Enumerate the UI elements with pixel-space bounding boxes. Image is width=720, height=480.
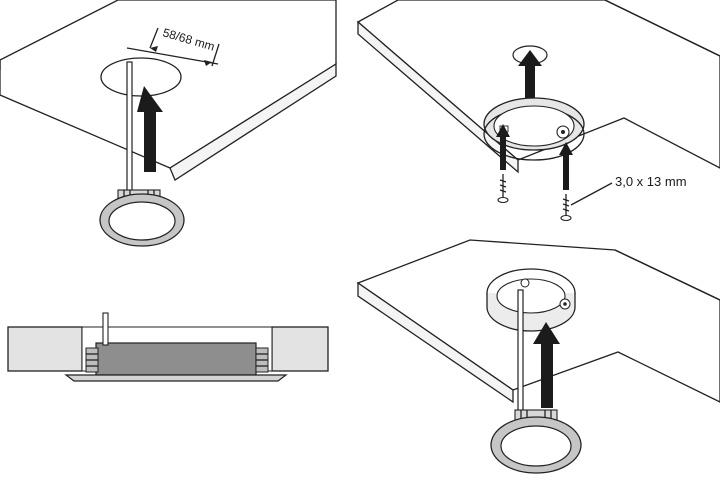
panel-insert-into-ring xyxy=(356,239,720,474)
cable-section xyxy=(102,312,109,346)
surface-mount-ring-installed xyxy=(486,268,576,332)
cable-1 xyxy=(126,61,133,195)
cable-2 xyxy=(517,289,524,415)
screw-size-label: 3,0 x 13 mm xyxy=(615,174,687,189)
board-section-right xyxy=(271,326,329,372)
dimension-line xyxy=(126,27,220,67)
panel-surface-ring-screws: 3,0 x 13 mm xyxy=(356,0,720,222)
panel-cross-section xyxy=(7,312,329,382)
spotlight-section xyxy=(64,342,288,382)
up-arrow-icon xyxy=(518,50,542,102)
up-arrow-icon xyxy=(533,322,560,408)
screw-leader-line xyxy=(570,182,613,206)
up-arrow-icon xyxy=(559,142,573,190)
spotlight-1 xyxy=(99,189,185,247)
cabinet-board-2 xyxy=(356,0,720,174)
screw-right xyxy=(560,194,572,222)
panel-drill-insert: 58/68 mm xyxy=(0,0,337,247)
up-arrow-icon xyxy=(137,86,163,172)
up-arrow-icon xyxy=(496,124,510,170)
spotlight-2 xyxy=(490,409,582,474)
mounting-hole xyxy=(100,57,182,97)
screw-left xyxy=(497,174,509,204)
board-section-left xyxy=(7,326,83,372)
